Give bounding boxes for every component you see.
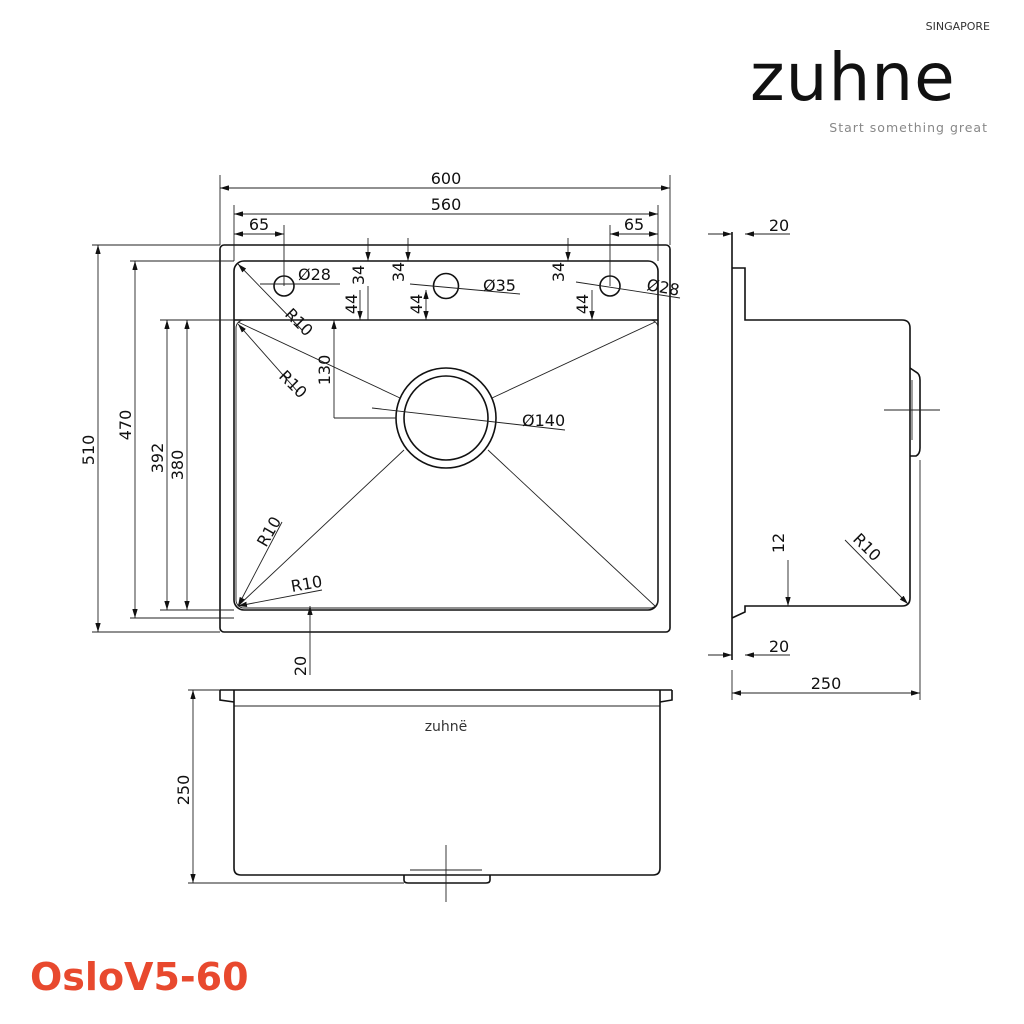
svg-text:20: 20 xyxy=(769,216,789,235)
sink-stamp: zuhnë xyxy=(425,719,468,735)
svg-text:250: 250 xyxy=(811,674,842,693)
svg-text:R10: R10 xyxy=(281,304,317,340)
svg-text:R10: R10 xyxy=(253,513,285,550)
brand-logo: SINGAPORE zuhne Start something great xyxy=(750,20,990,135)
faucet-hole-middle xyxy=(432,272,460,300)
side-view: 20 12 20 250 R10 xyxy=(708,216,940,700)
svg-text:R10: R10 xyxy=(849,529,885,565)
svg-text:130: 130 xyxy=(315,355,334,386)
svg-text:250: 250 xyxy=(174,775,193,806)
svg-text:380: 380 xyxy=(168,450,187,481)
svg-text:34: 34 xyxy=(549,262,568,282)
svg-text:Ø28: Ø28 xyxy=(645,275,681,299)
svg-text:510: 510 xyxy=(79,435,98,466)
svg-text:Ø28: Ø28 xyxy=(298,265,331,284)
svg-text:20: 20 xyxy=(769,637,789,656)
svg-text:65: 65 xyxy=(624,215,644,234)
svg-text:44: 44 xyxy=(407,294,426,314)
svg-text:560: 560 xyxy=(431,195,462,214)
brand-tagline: Start something great xyxy=(829,120,988,135)
svg-text:392: 392 xyxy=(148,443,167,474)
product-model-title: OsloV5-60 xyxy=(30,955,249,999)
svg-text:34: 34 xyxy=(349,265,368,285)
top-view: 600 560 65 65 34 44 34 44 34 44 Ø28 Ø35 … xyxy=(79,169,681,676)
brand-name: zuhne xyxy=(750,39,956,116)
brand-region: SINGAPORE xyxy=(926,20,990,33)
svg-text:44: 44 xyxy=(342,294,361,314)
svg-text:Ø140: Ø140 xyxy=(522,411,565,430)
svg-text:12: 12 xyxy=(769,533,788,553)
svg-text:600: 600 xyxy=(431,169,462,188)
svg-text:65: 65 xyxy=(249,215,269,234)
front-view: zuhnë 250 xyxy=(174,689,673,902)
svg-text:470: 470 xyxy=(116,410,135,441)
svg-text:20: 20 xyxy=(291,656,310,676)
svg-text:Ø35: Ø35 xyxy=(483,276,516,295)
svg-text:34: 34 xyxy=(389,262,408,282)
svg-text:44: 44 xyxy=(573,294,592,314)
svg-text:R10: R10 xyxy=(289,572,323,596)
